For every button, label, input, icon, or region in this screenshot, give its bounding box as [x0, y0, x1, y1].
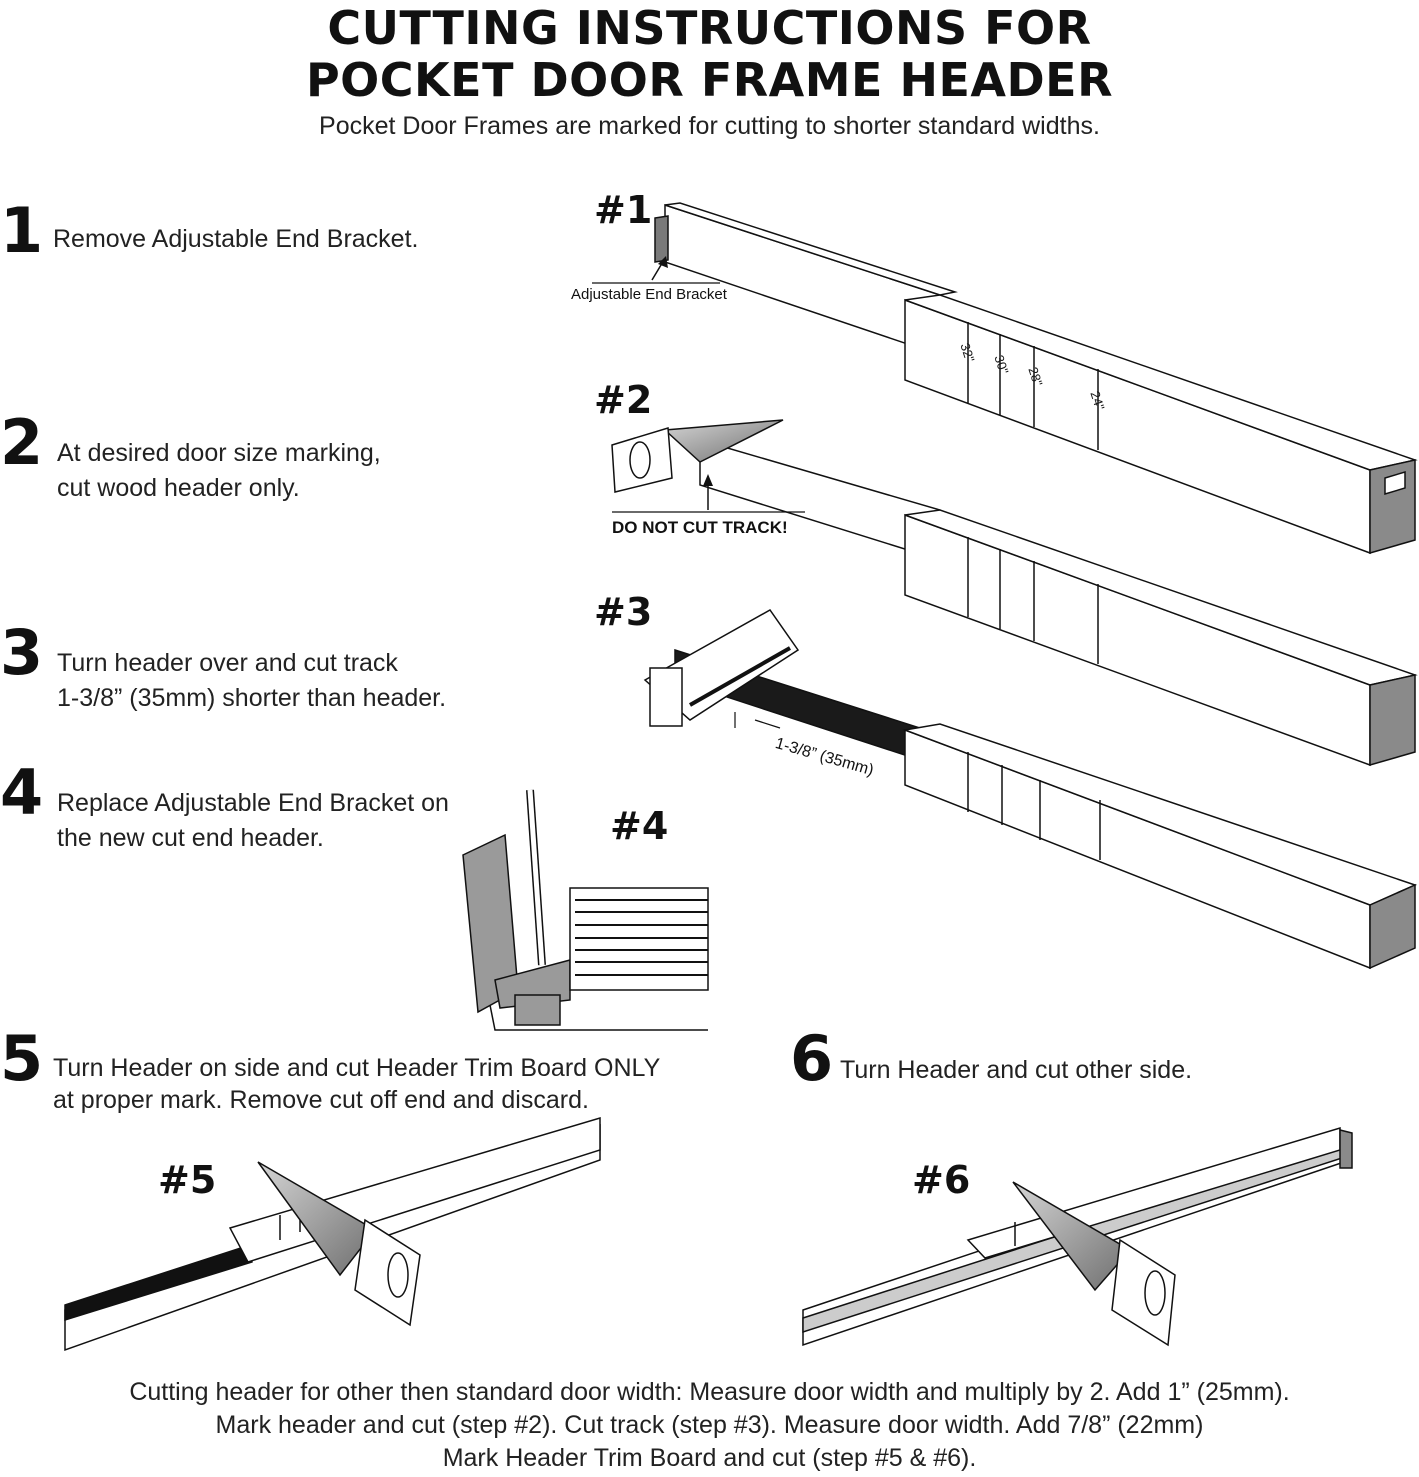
- step-3-text: Turn header over and cut track 1-3/8” (3…: [57, 649, 447, 712]
- step-2-text: At desired door size marking, cut wood h…: [57, 439, 381, 502]
- figure-label-1: #1: [594, 188, 653, 232]
- figure-label-5: #5: [158, 1158, 217, 1202]
- step-6-text: Turn Header and cut other side.: [840, 1056, 1193, 1084]
- step-6-number: 6: [790, 1022, 834, 1095]
- hacksaw-fig3: [643, 609, 800, 727]
- step-4-number: 4: [0, 756, 44, 829]
- header-assembly-fig1: [664, 202, 1418, 555]
- step-2-number: 2: [0, 406, 44, 479]
- step-5-text: Turn Header on side and cut Header Trim …: [53, 1054, 661, 1114]
- hand-saw-fig5: [257, 1161, 421, 1327]
- callout-adjustable-end-bracket: Adjustable End Bracket: [571, 286, 727, 303]
- figure-label-6: #6: [912, 1158, 971, 1202]
- page-title-line-2: POCKET DOOR FRAME HEADER: [305, 53, 1114, 107]
- page-subtitle: Pocket Door Frames are marked for cuttin…: [319, 112, 1100, 140]
- step-1-text: Remove Adjustable End Bracket.: [53, 225, 419, 253]
- hand-saw-fig6: [1012, 1181, 1176, 1347]
- footer-line-3: Mark Header Trim Board and cut (step #5 …: [442, 1444, 977, 1472]
- footer-instructions: Cutting header for other then standard d…: [0, 1376, 1419, 1475]
- bracket-detail-fig4: [462, 789, 709, 1031]
- dimension-line: [754, 719, 781, 729]
- header-assembly-fig2: [699, 439, 1418, 767]
- hand-saw-fig2: [611, 419, 784, 493]
- step-1-number: 1: [0, 194, 44, 267]
- arrow-head-icon: [658, 256, 668, 268]
- page-title-line-1: CUTTING INSTRUCTIONS FOR: [327, 1, 1092, 55]
- step-3-number: 3: [0, 616, 44, 689]
- step-5-number: 5: [0, 1022, 44, 1095]
- end-bracket-fig1: [654, 215, 669, 263]
- step-4-text: Replace Adjustable End Bracket on the ne…: [57, 789, 449, 852]
- callout-do-not-cut-track: DO NOT CUT TRACK!: [612, 518, 788, 537]
- figure-label-2: #2: [594, 378, 653, 422]
- figure-label-4: #4: [610, 804, 669, 848]
- footer-line-2: Mark header and cut (step #2). Cut track…: [215, 1411, 1204, 1439]
- footer-line-1: Cutting header for other then standard d…: [129, 1378, 1290, 1406]
- arrow-head-icon: [703, 474, 713, 486]
- figure-label-3: #3: [594, 590, 653, 634]
